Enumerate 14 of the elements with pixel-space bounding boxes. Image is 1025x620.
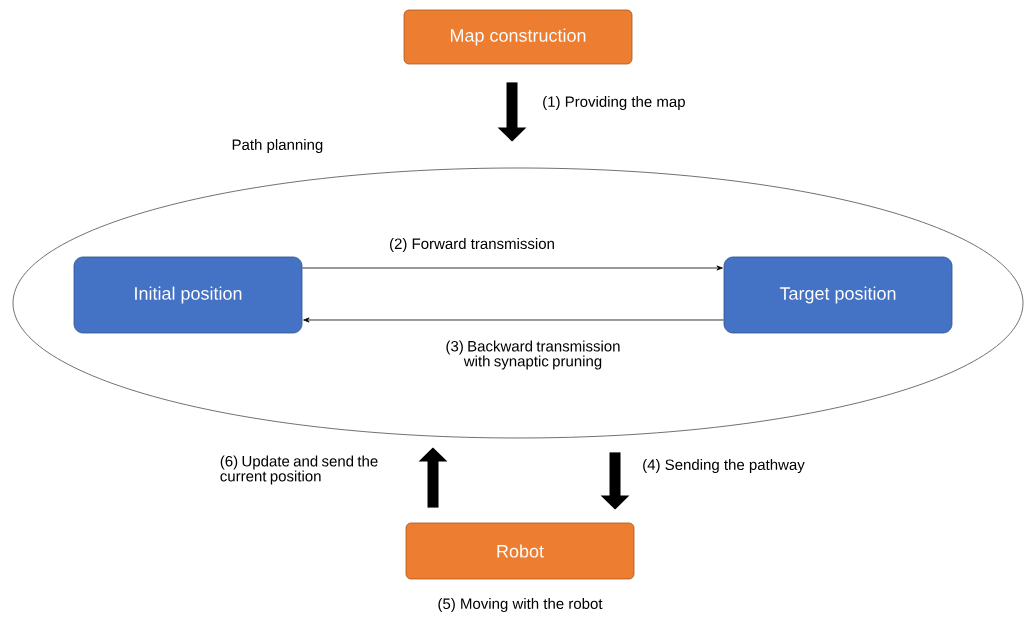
planning-ellipse bbox=[12, 139, 1024, 439]
arrow bbox=[303, 317, 724, 323]
node-caption: (5) Moving with the robot bbox=[438, 598, 603, 612]
position-box: Initial position bbox=[73, 256, 303, 334]
edge-label: (2) Forward transmission bbox=[390, 238, 554, 252]
edge-label: (3) Backward transmission with synaptic pruning bbox=[446, 340, 620, 370]
process-box: Map construction bbox=[403, 9, 633, 65]
process-box: Robot bbox=[405, 522, 635, 580]
group-heading: Path planning bbox=[232, 139, 323, 153]
edge-label: (6) Update and send the current position bbox=[220, 455, 378, 485]
arrow bbox=[302, 265, 723, 271]
edge-label: (1) Providing the map bbox=[543, 96, 685, 110]
position-box: Target position bbox=[723, 256, 953, 334]
edge-label: (4) Sending the pathway bbox=[643, 459, 805, 473]
